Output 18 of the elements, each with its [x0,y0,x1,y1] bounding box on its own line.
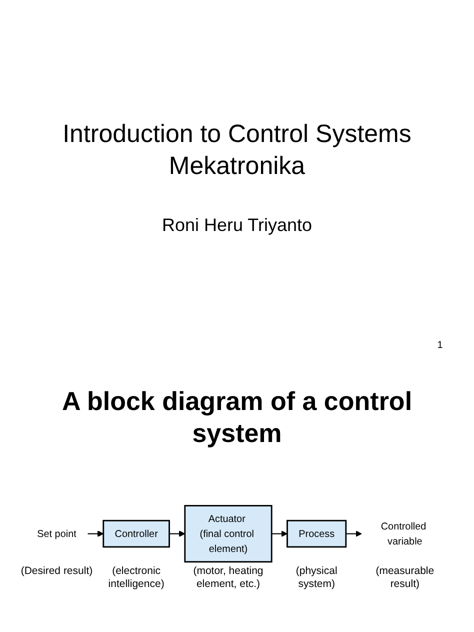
node-text: Set point [37,528,76,540]
node-caption: (measurable result) [374,564,436,591]
slide-title: Introduction to Control Systems Mekatronika [62,119,412,182]
author-name: Roni Heru Triyanto [160,215,314,236]
node-caption: (physical system) [294,564,338,591]
node-text: Controlled variable [380,520,426,547]
arrow [346,530,362,537]
node-box: Actuator (final control element) [184,504,272,563]
slide-heading: A block diagram of a control system [60,385,414,449]
node-box: Controller [102,520,170,548]
arrow [169,530,186,537]
node-caption: (electronic intelligence) [107,564,166,591]
arrow [88,530,104,537]
node-caption: (motor, heating element, etc.) [192,564,264,591]
arrow [272,530,288,537]
node-caption: (Desired result) [20,564,94,578]
node-box: Process [286,520,347,548]
page-number: 1 [436,340,444,351]
